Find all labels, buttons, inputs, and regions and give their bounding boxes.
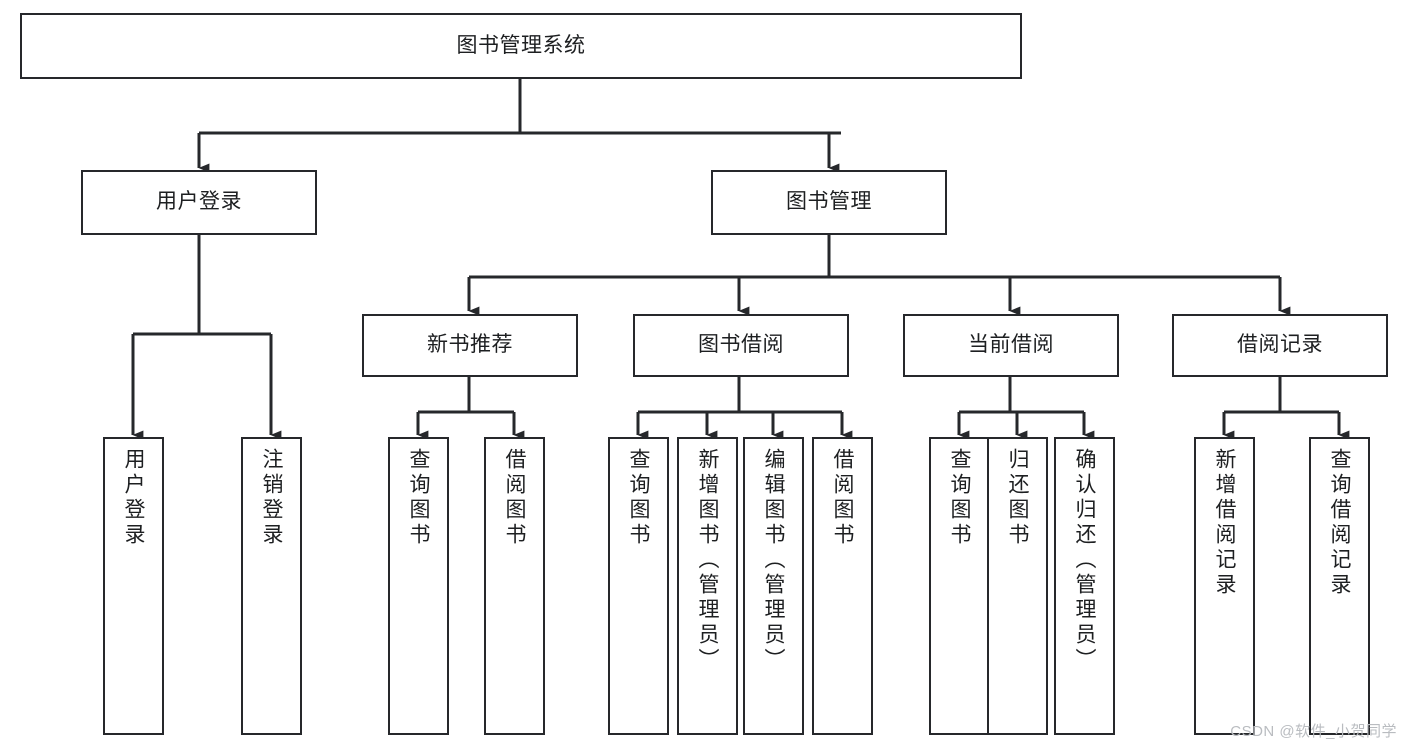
node-label: 图书管理系统 [456,33,586,57]
node-new-book-recommend[interactable]: 新书推荐 [362,314,578,377]
node-leaf-add-book[interactable]: 新增图书（管理员） [677,437,738,735]
node-leaf-query-book-3[interactable]: 查询图书 [929,437,990,735]
node-leaf-edit-book[interactable]: 编辑图书（管理员） [743,437,804,735]
node-label: 新增借阅记录 [1213,448,1236,598]
node-leaf-confirm-return[interactable]: 确认归还（管理员） [1054,437,1115,735]
node-leaf-query-book-2[interactable]: 查询图书 [608,437,669,735]
node-label: 用户登录 [122,448,145,548]
node-label: 编辑图书（管理员） [762,448,785,673]
node-root-system[interactable]: 图书管理系统 [20,13,1022,79]
node-user-login[interactable]: 用户登录 [81,170,317,235]
node-label: 查询图书 [948,448,971,548]
node-label: 查询图书 [407,448,430,548]
node-book-borrow[interactable]: 图书借阅 [633,314,849,377]
node-label: 确认归还（管理员） [1073,448,1096,673]
node-label: 图书借阅 [698,333,784,357]
node-leaf-add-record[interactable]: 新增借阅记录 [1194,437,1255,735]
node-label: 用户登录 [156,190,242,214]
node-current-borrow[interactable]: 当前借阅 [903,314,1119,377]
node-borrow-record[interactable]: 借阅记录 [1172,314,1388,377]
node-label: 图书管理 [786,190,872,214]
node-leaf-query-book-1[interactable]: 查询图书 [388,437,449,735]
node-leaf-user-login[interactable]: 用户登录 [103,437,164,735]
node-book-management[interactable]: 图书管理 [711,170,947,235]
node-label: 借阅图书 [503,448,526,548]
node-label: 当前借阅 [968,333,1054,357]
node-label: 借阅记录 [1237,333,1323,357]
node-label: 新书推荐 [427,333,513,357]
node-label: 注销登录 [260,448,283,548]
node-label: 借阅图书 [831,448,854,548]
node-leaf-borrow-book-2[interactable]: 借阅图书 [812,437,873,735]
node-label: 查询借阅记录 [1328,448,1351,598]
node-leaf-query-record[interactable]: 查询借阅记录 [1309,437,1370,735]
node-leaf-return-book[interactable]: 归还图书 [987,437,1048,735]
node-leaf-logout[interactable]: 注销登录 [241,437,302,735]
node-leaf-borrow-book-1[interactable]: 借阅图书 [484,437,545,735]
node-label: 新增图书（管理员） [696,448,719,673]
node-label: 归还图书 [1006,448,1029,548]
node-label: 查询图书 [627,448,650,548]
